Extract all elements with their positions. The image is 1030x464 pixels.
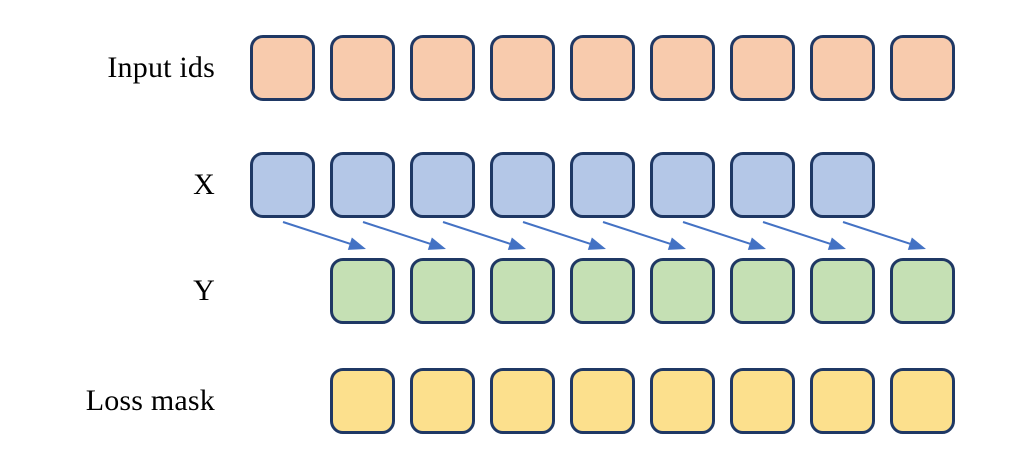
token-box-x-4 bbox=[490, 152, 555, 218]
token-box-loss_mask-3 bbox=[490, 368, 555, 434]
shift-by-one-arrow-2 bbox=[362, 221, 446, 250]
token-box-input_ids-9 bbox=[890, 35, 955, 101]
token-box-x-3 bbox=[410, 152, 475, 218]
token-box-input_ids-4 bbox=[490, 35, 555, 101]
token-box-loss_mask-4 bbox=[570, 368, 635, 434]
token-box-loss_mask-7 bbox=[810, 368, 875, 434]
token-box-x-1 bbox=[250, 152, 315, 218]
token-box-loss_mask-8 bbox=[890, 368, 955, 434]
token-box-loss_mask-1 bbox=[330, 368, 395, 434]
row-label-input_ids: Input ids bbox=[107, 51, 215, 84]
shift-by-one-arrow-1 bbox=[282, 221, 366, 250]
token-box-loss_mask-5 bbox=[650, 368, 715, 434]
row-label-loss_mask: Loss mask bbox=[85, 384, 215, 417]
token-box-input_ids-7 bbox=[730, 35, 795, 101]
token-box-input_ids-1 bbox=[250, 35, 315, 101]
token-box-loss_mask-2 bbox=[410, 368, 475, 434]
shift-by-one-arrow-3 bbox=[442, 221, 526, 250]
row-label-y: Y bbox=[193, 274, 215, 307]
token-box-y-4 bbox=[570, 258, 635, 324]
token-box-y-7 bbox=[810, 258, 875, 324]
token-box-y-3 bbox=[490, 258, 555, 324]
shift-by-one-arrow-6 bbox=[682, 221, 766, 250]
token-box-x-7 bbox=[730, 152, 795, 218]
token-box-x-2 bbox=[330, 152, 395, 218]
token-box-input_ids-8 bbox=[810, 35, 875, 101]
token-box-x-5 bbox=[570, 152, 635, 218]
token-box-input_ids-3 bbox=[410, 35, 475, 101]
token-box-x-8 bbox=[810, 152, 875, 218]
shift-by-one-arrow-4 bbox=[522, 221, 606, 250]
token-box-y-5 bbox=[650, 258, 715, 324]
token-box-y-6 bbox=[730, 258, 795, 324]
token-box-y-8 bbox=[890, 258, 955, 324]
token-box-input_ids-5 bbox=[570, 35, 635, 101]
token-box-loss_mask-6 bbox=[730, 368, 795, 434]
token-box-input_ids-6 bbox=[650, 35, 715, 101]
token-box-y-2 bbox=[410, 258, 475, 324]
token-box-y-1 bbox=[330, 258, 395, 324]
shift-by-one-arrow-8 bbox=[842, 221, 926, 250]
shift-by-one-arrow-5 bbox=[602, 221, 686, 250]
shift-by-one-arrow-7 bbox=[762, 221, 846, 250]
token-box-input_ids-2 bbox=[330, 35, 395, 101]
token-box-x-6 bbox=[650, 152, 715, 218]
row-label-x: X bbox=[193, 168, 215, 201]
